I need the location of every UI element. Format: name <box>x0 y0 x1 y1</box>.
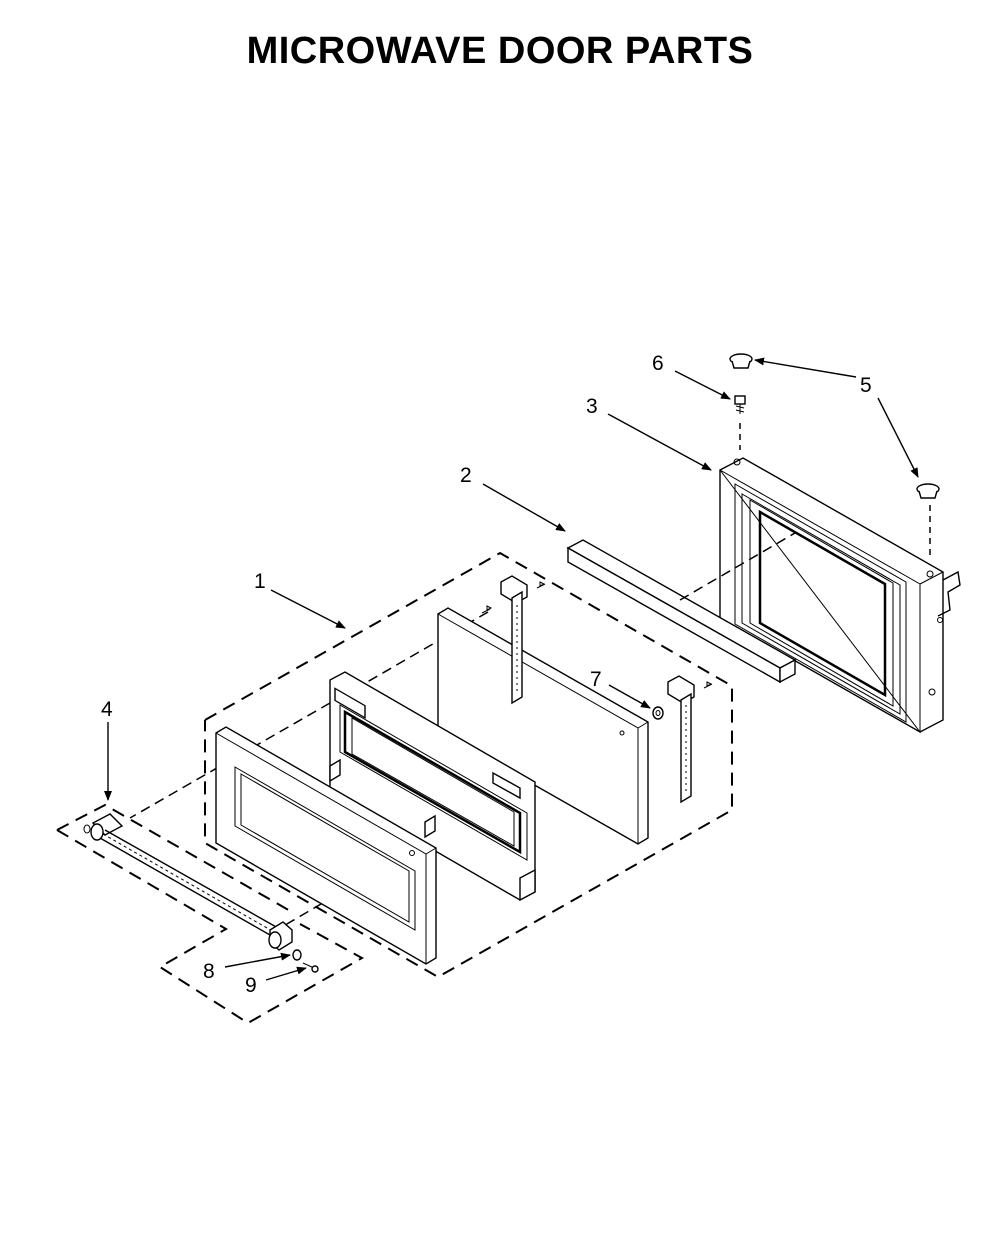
callout-4: 4 <box>101 698 113 721</box>
callout-3: 3 <box>586 395 598 418</box>
callout-6: 6 <box>652 352 664 375</box>
callout-2: 2 <box>460 464 472 487</box>
handle-screw <box>302 962 319 973</box>
callout-9: 9 <box>245 974 257 997</box>
handle-kit-outline <box>56 803 365 1025</box>
handle <box>83 813 293 951</box>
page-title: MICROWAVE DOOR PARTS <box>246 30 754 72</box>
plug-right <box>916 483 940 499</box>
screw <box>734 395 746 414</box>
leader-lines <box>104 357 919 981</box>
outer-door-frame <box>215 726 437 965</box>
door-assembly-outline <box>204 551 733 979</box>
callout-8: 8 <box>203 960 215 983</box>
plug-top <box>729 353 753 369</box>
callout-5: 5 <box>860 374 872 397</box>
hinge-bracket-right <box>667 675 713 804</box>
callout-7: 7 <box>590 668 602 691</box>
choke-bar <box>566 539 797 684</box>
door-frame <box>719 457 961 734</box>
inner-door-frame <box>329 671 536 902</box>
handle-spacer <box>292 949 302 961</box>
callout-1: 1 <box>254 570 266 593</box>
hinge-bracket-left <box>481 575 546 705</box>
nut <box>652 706 664 720</box>
